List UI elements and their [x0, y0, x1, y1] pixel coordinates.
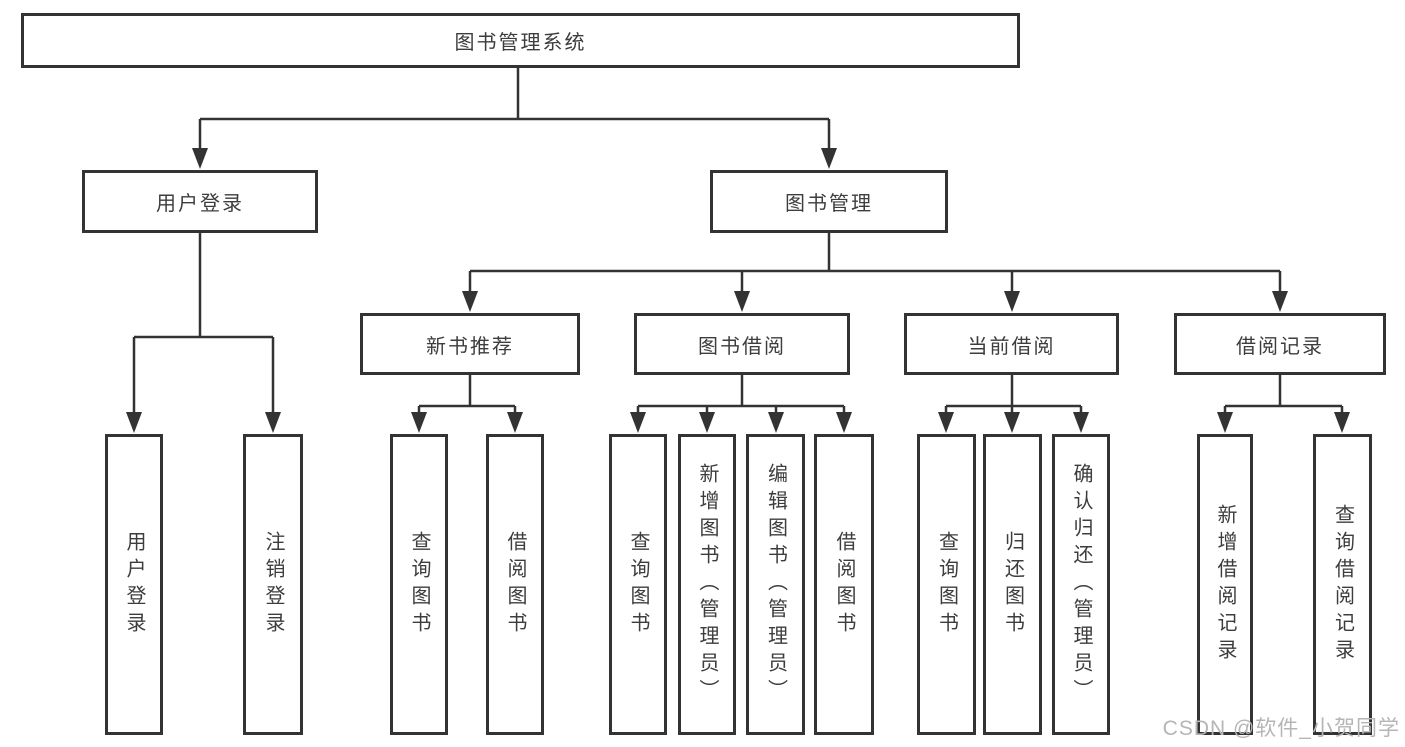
leaf-query-books-1: 查询图书 — [390, 434, 448, 735]
leaf-logout: 注销登录 — [243, 434, 303, 735]
node-label: 借阅图书 — [833, 530, 855, 639]
node-book-management: 图书管理 — [710, 170, 948, 233]
node-label: 图书管理 — [785, 193, 873, 215]
node-label: 图书管理系统 — [454, 32, 587, 54]
leaf-query-borrow-record: 查询借阅记录 — [1313, 434, 1372, 735]
leaf-query-books-2: 查询图书 — [609, 434, 667, 735]
arrowhead-icon — [126, 412, 142, 433]
leaf-add-books-admin: 新增图书（管理员） — [678, 434, 736, 735]
node-borrowing-records: 借阅记录 — [1174, 313, 1386, 375]
node-label: 新书推荐 — [426, 335, 514, 358]
arrowhead-icon — [630, 412, 646, 433]
node-label: 归还图书 — [1001, 530, 1024, 639]
node-label: 当前借阅 — [967, 335, 1056, 358]
arrowhead-icon — [821, 148, 837, 169]
arrowhead-icon — [192, 148, 208, 169]
node-label: 查询图书 — [935, 530, 958, 639]
arrowhead-icon — [938, 412, 954, 433]
leaf-query-books-3: 查询图书 — [917, 434, 976, 735]
leaf-borrow-books-1: 借阅图书 — [486, 434, 544, 735]
node-current-borrowing: 当前借阅 — [904, 313, 1119, 375]
leaf-borrow-books-2: 借阅图书 — [814, 434, 874, 735]
node-label: 查询图书 — [627, 530, 649, 639]
arrowhead-icon — [768, 412, 784, 433]
node-label: 新增图书（管理员） — [696, 463, 718, 706]
arrowhead-icon — [507, 412, 523, 433]
leaf-user-login: 用户登录 — [105, 434, 163, 735]
node-user-login: 用户登录 — [82, 170, 318, 233]
node-label: 确认归还（管理员） — [1070, 463, 1092, 706]
leaf-edit-books-admin: 编辑图书（管理员） — [746, 434, 805, 735]
arrowhead-icon — [1217, 412, 1233, 433]
arrowhead-icon — [836, 412, 852, 433]
leaf-confirm-return-admin: 确认归还（管理员） — [1052, 434, 1110, 735]
node-label: 编辑图书（管理员） — [764, 463, 787, 706]
node-label: 借阅记录 — [1236, 335, 1324, 358]
node-label: 查询图书 — [408, 530, 430, 639]
node-label: 新增借阅记录 — [1214, 503, 1236, 666]
arrowhead-icon — [1272, 291, 1288, 312]
node-label: 用户登录 — [123, 530, 145, 639]
node-label: 用户登录 — [156, 193, 244, 215]
arrowhead-icon — [1004, 291, 1020, 312]
node-label: 查询借阅记录 — [1331, 503, 1354, 666]
arrowhead-icon — [462, 291, 478, 312]
leaf-return-books: 归还图书 — [983, 434, 1042, 735]
arrowhead-icon — [699, 412, 715, 433]
node-book-borrowing: 图书借阅 — [634, 313, 850, 375]
arrowhead-icon — [265, 412, 281, 433]
arrowhead-icon — [411, 412, 427, 433]
arrowhead-icon — [1073, 412, 1089, 433]
arrowhead-icon — [734, 291, 750, 312]
arrowhead-icon — [1334, 412, 1350, 433]
arrowhead-icon — [1004, 412, 1020, 433]
node-label: 图书借阅 — [698, 335, 786, 358]
node-label: 注销登录 — [262, 530, 284, 639]
node-new-book-recommendation: 新书推荐 — [360, 313, 580, 375]
node-library-management-system: 图书管理系统 — [21, 13, 1020, 68]
leaf-add-borrow-record: 新增借阅记录 — [1197, 434, 1253, 735]
node-label: 借阅图书 — [504, 530, 526, 639]
